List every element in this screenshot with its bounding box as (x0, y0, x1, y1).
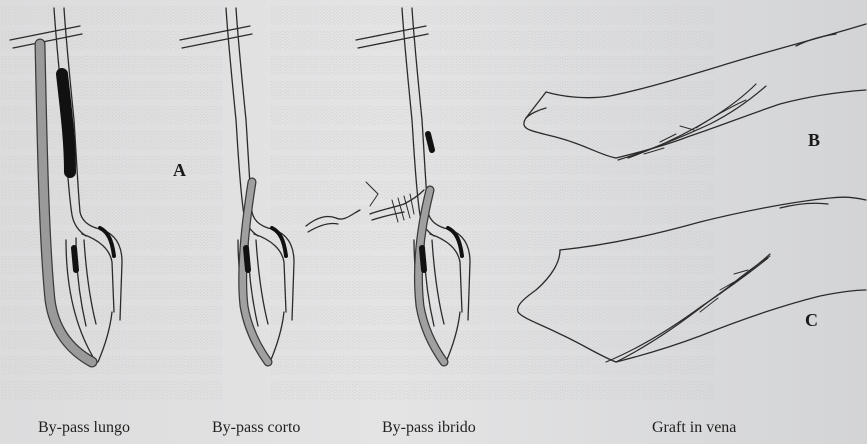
label-a: A (173, 160, 186, 181)
caption-short-bypass: By-pass corto (212, 419, 300, 437)
label-b: B (808, 130, 820, 151)
caption-long-bypass: By-pass lungo (38, 419, 130, 437)
caption-hybrid-bypass: By-pass ibrido (382, 419, 476, 437)
short-bypass-diagram (180, 8, 360, 362)
hybrid-bypass-diagram (356, 8, 470, 362)
caption-vein-graft: Graft in vena (652, 419, 736, 437)
leg-c-drawing (518, 197, 866, 362)
label-c: C (805, 310, 818, 331)
long-bypass-diagram (10, 8, 122, 362)
